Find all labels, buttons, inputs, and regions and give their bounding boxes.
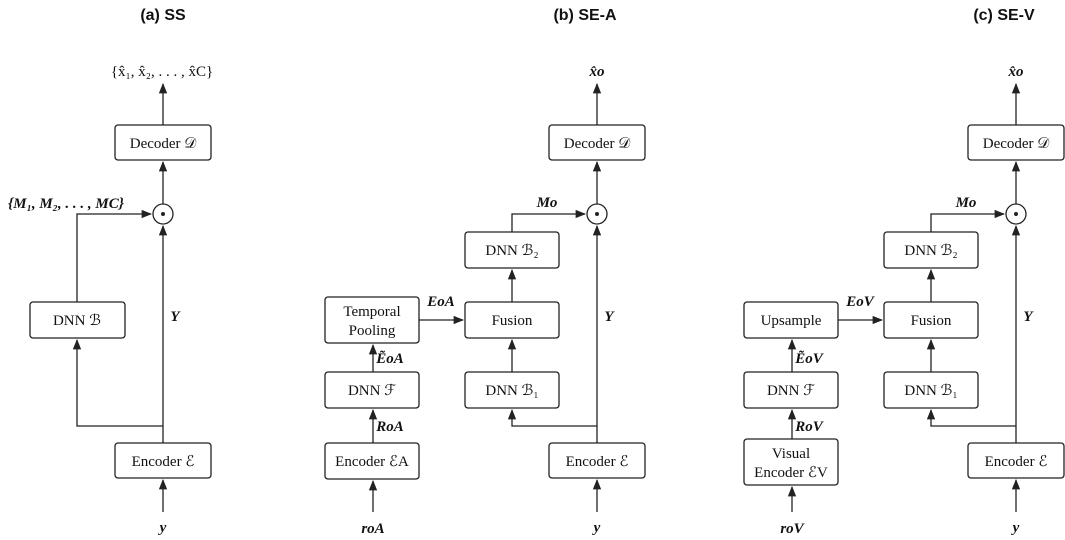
se-v-encoder-label: Encoder ℰ <box>985 454 1048 470</box>
se-v-pooled-embedding-label: ẼoV <box>794 349 825 367</box>
se-a-mask-label: Mo <box>536 195 558 211</box>
panel-title-ss: (a) SS <box>140 7 186 24</box>
se-a-arrow-dnn-b2-to-mult <box>511 209 587 232</box>
se-a-output-label: x̂o <box>589 64 605 80</box>
se-a-multiply-dot <box>595 212 599 216</box>
se-v-ref-input-label: roV <box>780 521 805 537</box>
se-v-dnn-b2-label: DNN ℬ₂ <box>904 243 957 259</box>
se-a-y-feature-label: Y <box>604 309 615 325</box>
ss-encoder-label: Encoder ℰ <box>132 454 195 470</box>
se-v-output-label: x̂o <box>1008 64 1024 80</box>
se-a-fusion-label: Fusion <box>492 313 533 329</box>
se-v-decoder-label: Decoder 𝒟 <box>983 136 1050 152</box>
ss-decoder-label: Decoder 𝒟 <box>130 136 197 152</box>
se-v-visual-encoder-line2: Encoder ℰV <box>754 465 828 481</box>
se-v-embedding-label: EoV <box>845 294 876 310</box>
se-v-mask-label: Mo <box>955 195 977 211</box>
ss-multiply-dot <box>161 212 165 216</box>
se-a-input-label: y <box>592 520 601 536</box>
se-a-ref-encoder-label: Encoder ℰA <box>335 454 409 470</box>
se-a-dnn-b1-label: DNN ℬ₁ <box>485 383 538 399</box>
panel-title-se-v: (c) SE-V <box>973 7 1035 24</box>
se-a-dnn-b2-label: DNN ℬ₂ <box>485 243 538 259</box>
panel-ss: (a) SS {x̂₁, x̂₂, . . . , x̂C} Decoder 𝒟… <box>8 7 213 536</box>
se-v-input-label: y <box>1011 520 1020 536</box>
se-a-dnn-f-label: DNN ℱ <box>348 383 396 399</box>
se-v-fusion-label: Fusion <box>911 313 952 329</box>
ss-input-label: y <box>158 520 167 536</box>
se-v-dnn-f-label: DNN ℱ <box>767 383 815 399</box>
se-a-pooled-embedding-label: ẼoA <box>375 349 404 367</box>
se-v-multiply-dot <box>1014 212 1018 216</box>
ss-y-feature-label: Y <box>170 309 181 325</box>
panel-se-v: (c) SE-V x̂o Decoder 𝒟 Mo DNN ℬ₂ Upsampl… <box>743 7 1065 537</box>
ss-arrow-to-dnn <box>72 338 163 427</box>
se-a-arrow-to-dnn-b1 <box>507 408 597 427</box>
ss-arrow-dnn-to-mult <box>76 209 153 302</box>
se-v-dnn-f-box <box>743 371 839 409</box>
ss-dnn-label: DNN ℬ <box>53 313 101 329</box>
panel-title-se-a: (b) SE-A <box>553 7 617 24</box>
se-v-y-feature-label: Y <box>1023 309 1034 325</box>
se-a-ref-feature-label: RoA <box>375 419 404 435</box>
panel-se-a: (b) SE-A x̂o Decoder 𝒟 Mo DNN ℬ₂ Tempora… <box>324 7 646 537</box>
se-v-arrow-to-dnn-b1 <box>926 408 1016 427</box>
se-a-encoder-label: Encoder ℰ <box>566 454 629 470</box>
se-a-temporal-pooling-line2: Pooling <box>349 323 396 339</box>
se-v-visual-encoder-line1: Visual <box>772 446 810 462</box>
ss-masks-label: {M₁, M₂, . . . , MC} <box>8 196 125 212</box>
se-a-dnn-f-box <box>324 371 420 409</box>
se-a-embedding-label: EoA <box>426 294 455 310</box>
se-v-upsample-label: Upsample <box>761 313 822 329</box>
se-v-dnn-b1-label: DNN ℬ₁ <box>904 383 957 399</box>
ss-output-label: {x̂₁, x̂₂, . . . , x̂C} <box>111 64 213 80</box>
se-a-temporal-pooling-line1: Temporal <box>343 304 400 320</box>
se-v-ref-feature-label: RoV <box>794 419 825 435</box>
se-a-ref-input-label: roA <box>361 521 384 537</box>
se-a-decoder-label: Decoder 𝒟 <box>564 136 631 152</box>
se-v-arrow-dnn-b2-to-mult <box>930 209 1006 232</box>
se-a-ref-encoder-box <box>324 442 420 480</box>
se-v-visual-encoder-box <box>743 438 839 486</box>
